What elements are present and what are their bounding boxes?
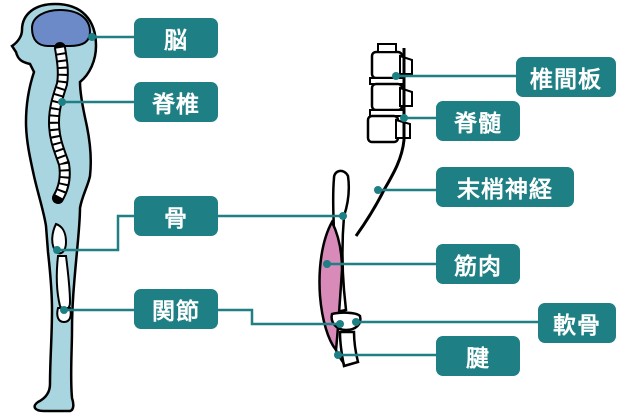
- label-joint: 関節: [134, 289, 218, 329]
- vertebra: [370, 82, 404, 112]
- body-silhouette: [10, 2, 98, 413]
- label-cartilage: 軟骨: [538, 303, 616, 343]
- leader-bone: [57, 214, 134, 252]
- label-muscle: 筋肉: [436, 244, 520, 284]
- label-bone: 骨: [134, 196, 218, 236]
- leader-dots: [53, 33, 408, 359]
- label-tendon: 腱: [436, 336, 520, 376]
- vertebra: [366, 114, 400, 144]
- label-brain: 脳: [134, 18, 218, 58]
- spine-detail: [318, 43, 413, 368]
- label-intervertebral-disc: 椎間板: [516, 57, 616, 97]
- human-body-figure: [10, 2, 98, 413]
- label-spine: 脊椎: [134, 82, 218, 122]
- lower-bone: [338, 330, 360, 368]
- spine-column-inner: [49, 47, 69, 201]
- label-peripheral-nerve: 末梢神経: [436, 167, 574, 207]
- label-spinal-cord: 脊髄: [436, 101, 520, 141]
- leader-joint-right: [218, 308, 340, 326]
- brain-shape: [30, 8, 92, 47]
- spinous-process: [377, 43, 397, 53]
- hip-bone: [51, 222, 68, 255]
- leader-lines: [57, 35, 538, 357]
- muscle: [318, 219, 344, 354]
- spinous-process: [399, 54, 413, 75]
- spinous-process: [399, 86, 413, 107]
